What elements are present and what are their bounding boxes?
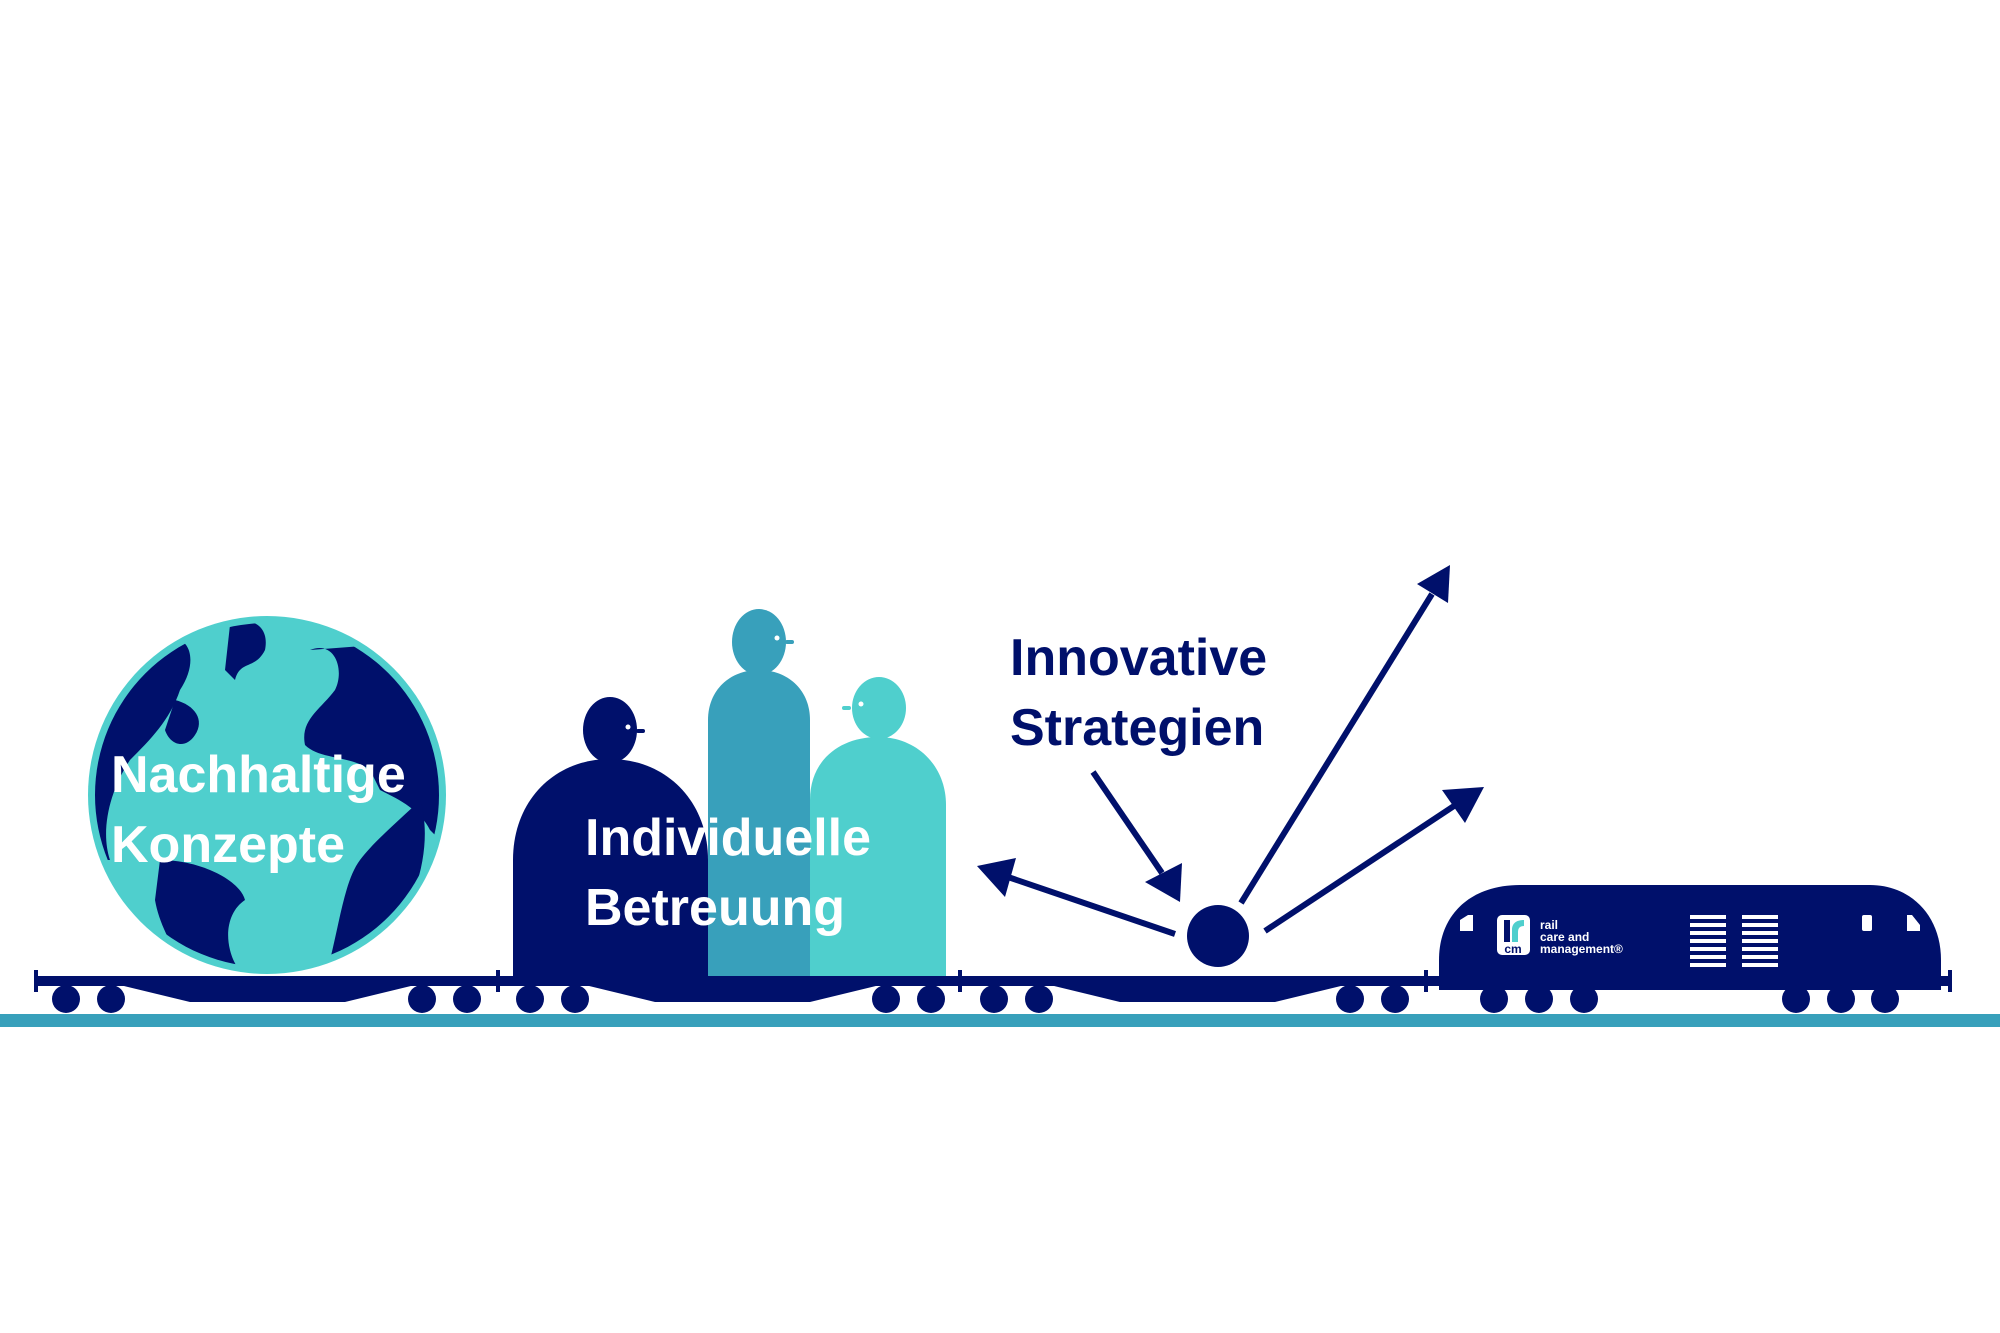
person-dark xyxy=(513,697,708,980)
label-line: Innovative xyxy=(1010,629,1268,687)
wagons xyxy=(34,970,1434,1013)
logo-mark: cm xyxy=(1504,942,1521,956)
label-individual-care: Individuelle Betreuung xyxy=(585,803,871,943)
arrow-up-head xyxy=(1417,565,1450,603)
arrow-left xyxy=(1004,873,1176,937)
logo-line: care and xyxy=(1540,930,1590,944)
arrows xyxy=(977,565,1484,937)
rcm-logo-icon: cm xyxy=(1497,915,1530,956)
label-line: Strategien xyxy=(1010,699,1265,757)
label-line: Betreuung xyxy=(585,879,845,937)
label-innovative-strategies: Innovative Strategien xyxy=(1010,623,1267,763)
arrow-up xyxy=(1238,592,1435,905)
arrow-in xyxy=(1090,770,1165,875)
window-left xyxy=(1460,915,1473,931)
ball xyxy=(1187,905,1249,967)
person-teal xyxy=(708,609,810,980)
window-door xyxy=(1862,915,1872,931)
arrow-left-head xyxy=(977,858,1016,897)
locomotive: cm xyxy=(1430,885,1952,1013)
wheels xyxy=(52,985,1409,1013)
label-line: Nachhaltige xyxy=(111,746,406,804)
logo-line: rail xyxy=(1540,918,1559,932)
vent-grille xyxy=(1690,915,1778,967)
label-sustainable-concepts: Nachhaltige Konzepte xyxy=(111,740,406,880)
label-line: Konzepte xyxy=(111,816,345,874)
rail-track xyxy=(0,1014,2000,1027)
window-right xyxy=(1907,915,1920,931)
arrow-right-head xyxy=(1442,787,1484,823)
logo-wordmark: rail care and management® xyxy=(1540,919,1623,955)
arrow-right xyxy=(1263,799,1462,934)
logo-line: management® xyxy=(1540,942,1623,956)
arrow-in-head xyxy=(1145,863,1182,902)
person-turquoise xyxy=(810,677,946,980)
label-line: Individuelle xyxy=(585,809,872,867)
